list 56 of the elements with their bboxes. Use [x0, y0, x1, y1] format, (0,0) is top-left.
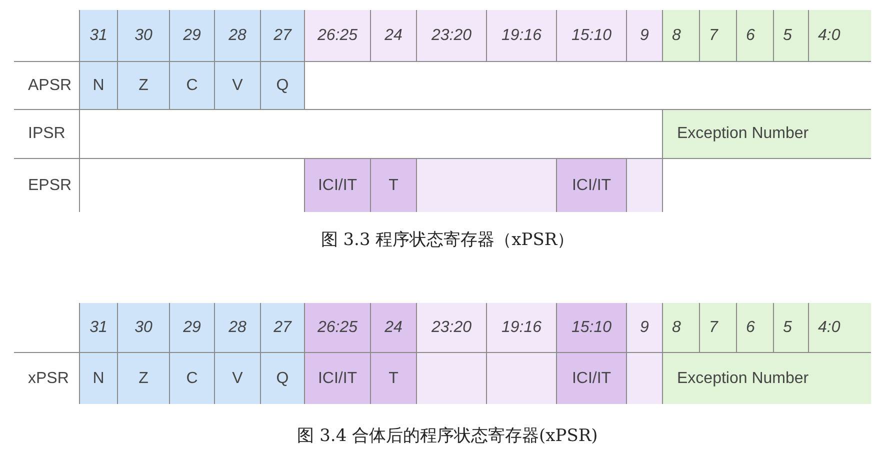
bit-number-cell: 7	[700, 303, 737, 353]
bit-number-cell: 23:20	[417, 10, 487, 62]
bit-number-cell: 9	[627, 10, 663, 62]
field-cell: T	[371, 353, 417, 404]
row-header-cell: APSR	[14, 62, 80, 110]
bit-number-cell: 24	[371, 10, 417, 62]
field-cell: Q	[261, 353, 305, 404]
bit-number-cell: 27	[261, 303, 305, 353]
bit-number-cell: 28	[215, 10, 261, 62]
bit-number-cell: 23:20	[417, 303, 487, 353]
bit-number-cell: 5	[774, 10, 809, 62]
bit-number-cell: 6	[737, 303, 774, 353]
field-cell: ICI/IT	[557, 159, 627, 212]
row-header-cell: xPSR	[14, 353, 80, 404]
bit-number-cell: 29	[170, 303, 215, 353]
bit-number-cell: 26:25	[305, 10, 371, 62]
bit-number-cell: 15:10	[557, 10, 627, 62]
field-cell: ICI/IT	[305, 159, 371, 212]
field-cell: Z	[118, 62, 170, 110]
bit-number-cell: 19:16	[487, 303, 557, 353]
field-cell: Exception Number	[663, 110, 871, 159]
bit-number-cell: 28	[215, 303, 261, 353]
bit-number-cell: 26:25	[305, 303, 371, 353]
bit-number-cell: 4:0	[809, 303, 871, 353]
field-cell: N	[80, 62, 118, 110]
field-cell: ICI/IT	[305, 353, 371, 404]
figure-caption: 图 3.4 合体后的程序状态寄存器(xPSR)	[296, 425, 599, 447]
bit-number-cell: 30	[118, 303, 170, 353]
bit-number-cell: 24	[371, 303, 417, 353]
row-header-cell: IPSR	[14, 110, 80, 159]
figure-caption: 图 3.3 程序状态寄存器（xPSR）	[320, 229, 576, 251]
field-cell: Exception Number	[663, 353, 871, 404]
field-cell: C	[170, 62, 215, 110]
bit-number-cell: 5	[774, 303, 809, 353]
bit-number-cell: 30	[118, 10, 170, 62]
field-cell: T	[371, 159, 417, 212]
bit-number-cell: 6	[737, 10, 774, 62]
row-header-cell: EPSR	[14, 159, 80, 212]
bit-number-cell: 15:10	[557, 303, 627, 353]
bit-number-cell: 8	[663, 10, 700, 62]
field-cell: C	[170, 353, 215, 404]
field-cell: Q	[261, 62, 305, 110]
bit-number-cell: 9	[627, 303, 663, 353]
field-cell: N	[80, 353, 118, 404]
bit-number-cell: 29	[170, 10, 215, 62]
bit-number-cell: 7	[700, 10, 737, 62]
field-cell: V	[215, 353, 261, 404]
bit-number-cell: 19:16	[487, 10, 557, 62]
bit-number-cell: 8	[663, 303, 700, 353]
bit-number-cell: 31	[80, 10, 118, 62]
field-cell: ICI/IT	[557, 353, 627, 404]
bit-number-cell: 4:0	[809, 10, 871, 62]
field-cell: Z	[118, 353, 170, 404]
field-cell: V	[215, 62, 261, 110]
bit-number-cell: 27	[261, 10, 305, 62]
bit-number-cell: 31	[80, 303, 118, 353]
